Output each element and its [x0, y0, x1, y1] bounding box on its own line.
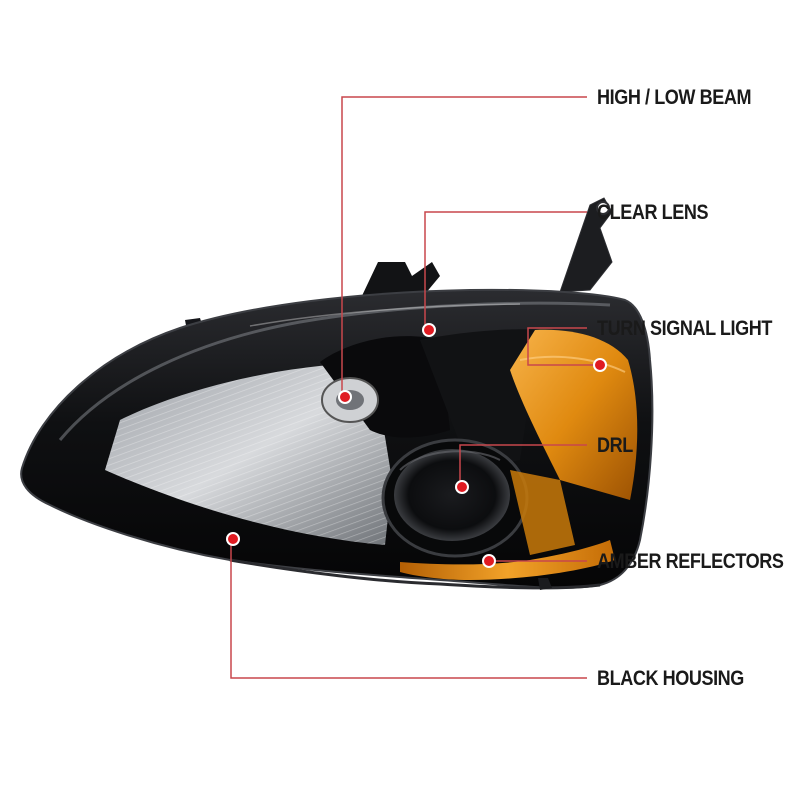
housing-highlight — [58, 301, 611, 441]
callout-line-drl — [459, 444, 587, 487]
callout-dots — [226, 323, 607, 568]
callout-dot-high-low-beam — [338, 390, 352, 404]
amber-turn-signal — [510, 329, 638, 500]
callout-line-black-housing — [230, 539, 587, 679]
callout-label-clear-lens: CLEAR LENS — [597, 201, 709, 224]
callout-label-amber-reflectors: AMBER REFLECTORS — [597, 550, 784, 573]
callout-line-turn-signal — [527, 327, 600, 366]
drl-projector — [381, 438, 529, 558]
callout-line-high-low-beam — [341, 96, 587, 397]
amber-lower-reflector — [400, 540, 615, 580]
callout-label-turn-signal-light: TURN SIGNAL LIGHT — [597, 317, 772, 340]
beam-bezel — [320, 336, 450, 438]
callout-dot-black-housing — [226, 532, 240, 546]
callout-dot-clear-lens — [422, 323, 436, 337]
callout-label-high-low-beam: HIGH / LOW BEAM — [597, 86, 752, 109]
callout-dot-amber-reflectors — [482, 554, 496, 568]
callout-line-clear-lens — [424, 211, 587, 330]
callout-dot-drl — [455, 480, 469, 494]
mounting-tab — [185, 197, 613, 336]
callout-lines — [230, 96, 600, 679]
callout-label-drl: DRL — [597, 434, 633, 457]
callout-dot-turn-signal — [593, 358, 607, 372]
callout-label-black-housing: BLACK HOUSING — [597, 667, 744, 690]
